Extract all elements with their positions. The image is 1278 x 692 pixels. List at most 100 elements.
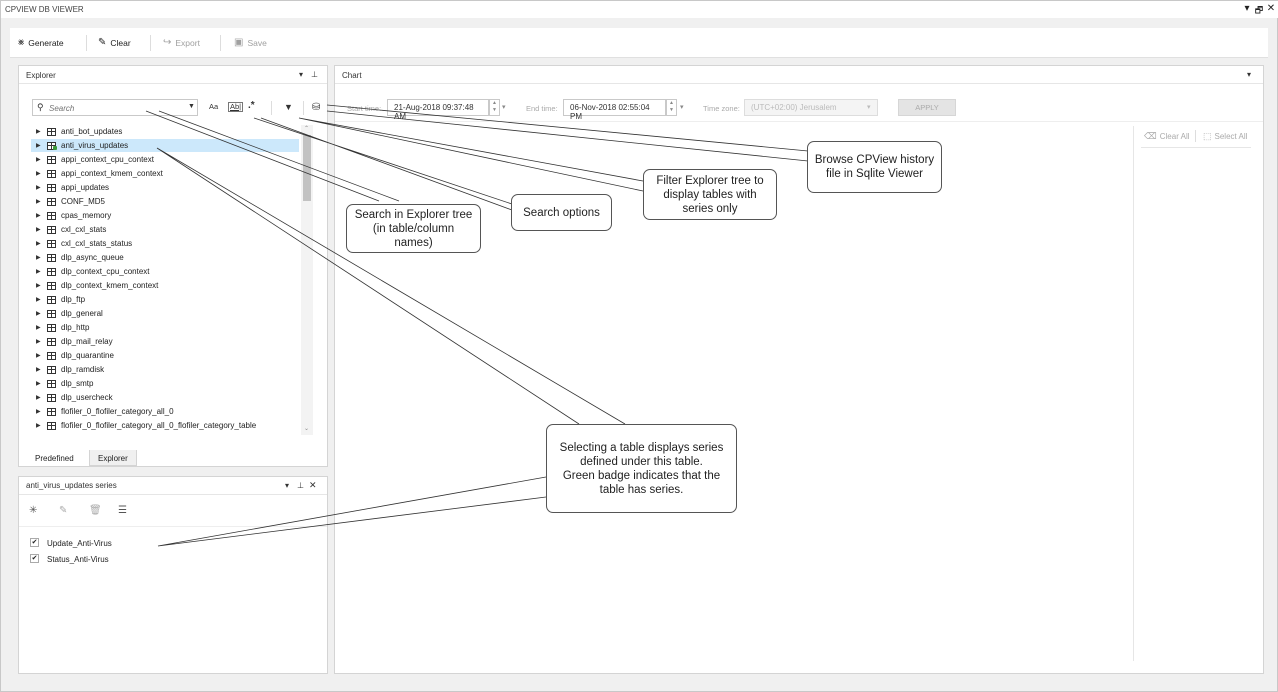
expand-arrow-icon[interactable]: ▶: [36, 269, 41, 275]
expand-arrow-icon[interactable]: ▶: [36, 297, 41, 303]
tree-item[interactable]: ▶dlp_ftp: [31, 293, 299, 306]
tree-item[interactable]: ▶flofiler_0_flofiler_category_all_0: [31, 405, 299, 418]
expand-arrow-icon[interactable]: ▶: [36, 325, 41, 331]
expand-arrow-icon[interactable]: ▶: [36, 395, 41, 401]
pin-icon[interactable]: ⊥: [297, 481, 304, 490]
start-time-input[interactable]: 21-Aug-2018 09:37:48 AM: [387, 99, 489, 121]
tab-explorer[interactable]: Explorer: [89, 450, 137, 466]
tree-item[interactable]: ▶dlp_context_kmem_context: [31, 279, 299, 292]
database-icon[interactable]: ⛁: [312, 102, 321, 113]
edit-icon[interactable]: ✎: [59, 505, 68, 516]
clear-all-button[interactable]: ⌫ Clear All: [1144, 131, 1190, 142]
close-icon[interactable]: ✕: [1266, 3, 1276, 14]
expand-arrow-icon[interactable]: ▶: [36, 171, 41, 177]
explorer-search-box[interactable]: ⚲ ▼: [32, 99, 198, 116]
expand-arrow-icon[interactable]: ▶: [36, 213, 41, 219]
chart-menu-icon[interactable]: ▾: [1247, 70, 1252, 79]
explorer-tree: ▶anti_bot_updates▶anti_virus_updates▶app…: [31, 125, 317, 435]
expand-arrow-icon[interactable]: ▶: [36, 423, 41, 429]
tree-item[interactable]: ▶cxl_cxl_stats: [31, 223, 299, 236]
explorer-menu-icon[interactable]: ▾: [299, 70, 304, 79]
tree-item[interactable]: ▶ dlp_context_cpu_context: [31, 265, 299, 278]
series-menu-icon[interactable]: ▾: [285, 481, 290, 490]
timezone-select[interactable]: (UTC+02:00) Jerusalem: [744, 99, 878, 116]
table-icon: [47, 211, 56, 220]
tree-item[interactable]: ▶cxl_cxl_stats_status: [31, 237, 299, 250]
whole-word-icon[interactable]: Ab|: [228, 102, 244, 112]
table-icon: [47, 351, 56, 360]
tree-item[interactable]: ▶appi_context_cpu_context: [31, 153, 299, 166]
tree-item[interactable]: ▶dlp_mail_relay: [31, 335, 299, 348]
start-time-dropdown-icon[interactable]: ▾: [502, 104, 506, 111]
tree-item[interactable]: ▶dlp_ramdisk: [31, 363, 299, 376]
toolbar-divider: [220, 35, 221, 51]
regex-icon[interactable]: .*: [248, 100, 255, 111]
tree-item[interactable]: ▶anti_bot_updates: [31, 125, 299, 138]
expand-arrow-icon[interactable]: ▶: [36, 311, 41, 317]
expand-arrow-icon[interactable]: ▶: [36, 255, 41, 261]
apply-button[interactable]: APPLY: [898, 99, 956, 116]
tree-item[interactable]: ▶dlp_quarantine: [31, 349, 299, 362]
tree-item-label: appi_context_kmem_context: [61, 169, 163, 178]
tree-item-label: dlp_context_cpu_context: [61, 267, 150, 276]
tree-item[interactable]: ▶dlp_general: [31, 307, 299, 320]
expand-arrow-icon[interactable]: ▶: [36, 143, 41, 149]
series-checkbox[interactable]: ✔: [30, 538, 39, 547]
expand-arrow-icon[interactable]: ▶: [36, 339, 41, 345]
tree-item[interactable]: ▶dlp_async_queue: [31, 251, 299, 264]
close-icon[interactable]: ✕: [309, 480, 317, 490]
tree-item[interactable]: ▶anti_virus_updates: [31, 139, 299, 152]
expand-arrow-icon[interactable]: ▶: [36, 185, 41, 191]
tree-item[interactable]: ▶ cpas_memory: [31, 209, 299, 222]
table-icon: [47, 183, 56, 192]
tree-item[interactable]: ▶CONF_MD5: [31, 195, 299, 208]
generate-button[interactable]: ⨳ Generate: [18, 37, 64, 49]
expand-arrow-icon[interactable]: ▶: [36, 157, 41, 163]
select-all-button[interactable]: ⬚ Select All: [1203, 131, 1247, 142]
search-dropdown-icon[interactable]: ▼: [188, 103, 195, 110]
menu-dropdown-icon[interactable]: ▾: [1244, 3, 1250, 14]
save-icon: ▣: [234, 37, 244, 48]
tab-predefined[interactable]: Predefined: [27, 450, 82, 466]
match-case-icon[interactable]: Aa: [209, 102, 219, 111]
expand-arrow-icon[interactable]: ▶: [36, 199, 41, 205]
end-time-input[interactable]: 06-Nov-2018 02:55:04 PM: [563, 99, 666, 121]
expand-arrow-icon[interactable]: ▶: [36, 353, 41, 359]
expand-arrow-icon[interactable]: ▶: [36, 227, 41, 233]
save-button[interactable]: ▣ Save: [234, 37, 267, 49]
scroll-thumb[interactable]: [303, 135, 311, 201]
expand-arrow-icon[interactable]: ▶: [36, 129, 41, 135]
tree-item-label: cpas_memory: [61, 211, 112, 220]
tree-item[interactable]: ▶ appi_context_kmem_context: [31, 167, 299, 180]
series-checkbox[interactable]: ✔: [30, 554, 39, 563]
add-series-icon[interactable]: ✳: [29, 505, 38, 516]
expand-arrow-icon[interactable]: ▶: [36, 241, 41, 247]
tree-item[interactable]: ▶appi_updates: [31, 181, 299, 194]
scroll-up-icon[interactable]: ⌃: [304, 126, 310, 132]
export-button[interactable]: ↪ Export: [163, 37, 200, 49]
table-icon: [47, 267, 56, 276]
timezone-dropdown-icon[interactable]: ▾: [867, 104, 871, 111]
expand-arrow-icon[interactable]: ▶: [36, 367, 41, 373]
clear-button[interactable]: ✎ Clear: [98, 37, 131, 49]
expand-arrow-icon[interactable]: ▶: [36, 409, 41, 415]
tree-item[interactable]: ▶flofiler_0_flofiler_category_all_0_flof…: [31, 419, 299, 432]
tree-item[interactable]: ▶dlp_http: [31, 321, 299, 334]
start-time-spinner[interactable]: ▲▼: [489, 99, 500, 116]
expand-arrow-icon[interactable]: ▶: [36, 283, 41, 289]
delete-icon[interactable]: 🗑: [89, 505, 102, 516]
expand-arrow-icon[interactable]: ▶: [36, 381, 41, 387]
tree-scrollbar[interactable]: ⌃ ⌄: [301, 125, 313, 435]
tree-item[interactable]: ▶dlp_usercheck: [31, 391, 299, 404]
pin-icon[interactable]: ⊥: [311, 70, 318, 79]
restore-icon[interactable]: 🗗: [1254, 5, 1264, 15]
table-icon: [47, 169, 56, 178]
end-time-dropdown-icon[interactable]: ▾: [680, 104, 684, 111]
scroll-down-icon[interactable]: ⌄: [304, 426, 310, 432]
search-input[interactable]: [49, 102, 179, 114]
export-icon: ↪: [163, 37, 172, 48]
filter-icon[interactable]: ▼: [284, 102, 293, 112]
end-time-spinner[interactable]: ▲▼: [666, 99, 677, 116]
tree-item[interactable]: ▶dlp_smtp: [31, 377, 299, 390]
series-settings-icon[interactable]: ☰: [118, 505, 127, 516]
